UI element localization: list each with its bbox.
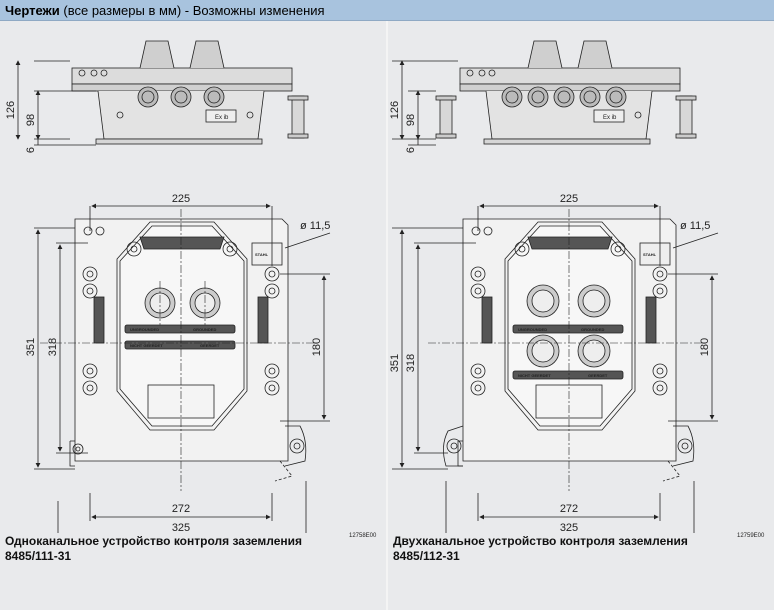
- label-ungrounded: UNGROUNDED: [130, 327, 159, 332]
- dim-351: 351: [25, 338, 37, 356]
- dim-180: 180: [699, 338, 711, 356]
- caption-line-2: 8485/112-31: [393, 549, 460, 563]
- caption-line-2: 8485/111-31: [5, 549, 72, 563]
- front-view: [443, 218, 695, 482]
- dim-272: 272: [172, 503, 190, 515]
- dim-6: 6: [405, 147, 417, 153]
- label-grounded: GROUNDED: [581, 327, 604, 332]
- dim-126: 126: [5, 101, 17, 119]
- header-title-bold: Чертежи: [5, 3, 60, 18]
- technical-drawing-single: 126 98 6 225 ø 11,5 180 351 318 272 325 …: [5, 40, 330, 533]
- page-header: Чертежи (все размеры в мм) - Возможны из…: [0, 0, 774, 21]
- dim-6: 6: [25, 147, 37, 153]
- header-title-rest: (все размеры в мм) - Возможны изменения: [59, 3, 325, 18]
- dim-hole: ø 11,5: [300, 220, 330, 232]
- drawing-code: 12759E00: [737, 533, 765, 539]
- header-title: Чертежи (все размеры в мм) - Возможны из…: [5, 3, 325, 18]
- caption-single-channel: Одноканальное устройство контроля заземл…: [5, 534, 302, 564]
- side-view: [71, 40, 309, 145]
- label-nicht-geerdet: NICHT GEERDET: [518, 373, 551, 378]
- dim-180: 180: [311, 338, 323, 356]
- dim-98: 98: [25, 114, 37, 126]
- label-grounded: GROUNDED: [193, 327, 216, 332]
- side-view: [435, 40, 697, 145]
- drawing-panel-single-channel: 126 98 6 225 ø 11,5 180 351 318 272 325 …: [0, 21, 386, 610]
- dim-hole: ø 11,5: [680, 220, 710, 232]
- dim-325: 325: [560, 522, 578, 533]
- label-ungrounded: UNGROUNDED: [518, 327, 547, 332]
- dim-318: 318: [405, 354, 417, 372]
- dim-225: 225: [172, 193, 190, 205]
- dim-272: 272: [560, 503, 578, 515]
- dim-318: 318: [47, 338, 59, 356]
- dim-126: 126: [389, 101, 401, 119]
- drawing-panel-dual-channel: 126 98 6 225 ø 11,5 180 351 318 272 325 …: [388, 21, 774, 610]
- dim-98: 98: [405, 114, 417, 126]
- dim-325: 325: [172, 522, 190, 533]
- label-geerdet: GEERDET: [200, 343, 220, 348]
- label-stahl: STAHL: [643, 252, 657, 257]
- label-stahl: STAHL: [255, 252, 269, 257]
- label-geerdet: GEERDET: [588, 373, 608, 378]
- technical-drawing-dual: 126 98 6 225 ø 11,5 180 351 318 272 325 …: [389, 40, 719, 533]
- drawing-code: 12758E00: [349, 533, 377, 539]
- caption-line-1: Одноканальное устройство контроля заземл…: [5, 534, 303, 548]
- front-view: [69, 218, 307, 482]
- caption-line-1: Двухканальное устройство контроля заземл…: [393, 534, 688, 548]
- dim-351: 351: [389, 354, 401, 372]
- caption-dual-channel: Двухканальное устройство контроля заземл…: [393, 534, 688, 564]
- panel-divider: [386, 21, 388, 610]
- label-exib: Ex ib: [603, 115, 617, 121]
- label-nicht-geerdet: NICHT GEERDET: [130, 343, 163, 348]
- label-exib: Ex ib: [215, 115, 229, 121]
- dim-225: 225: [560, 193, 578, 205]
